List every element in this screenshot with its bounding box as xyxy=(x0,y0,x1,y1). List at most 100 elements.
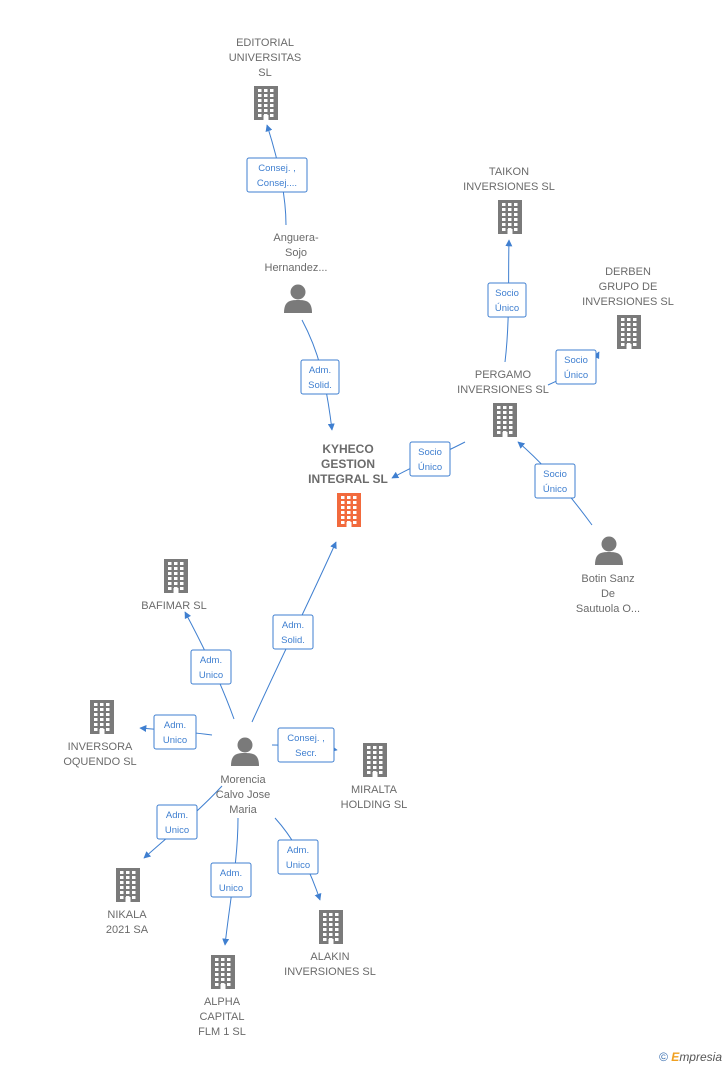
edge-label-box[interactable] xyxy=(555,349,597,385)
node-label: NIKALA xyxy=(107,909,147,921)
node-label: INVERSIONES SL xyxy=(463,181,555,193)
node-bafimar[interactable]: BAFIMAR SL xyxy=(141,559,207,612)
node-label: KYHECO xyxy=(322,442,373,456)
node-label: UNIVERSITAS xyxy=(229,52,302,64)
node-inversora[interactable]: INVERSORA OQUENDO SL xyxy=(63,700,137,768)
edge-label-text: Adm. xyxy=(220,868,242,879)
building-icon xyxy=(211,955,235,989)
edge-morencia-nikala[interactable]: Adm.Unico xyxy=(143,785,223,859)
edge-label-box[interactable] xyxy=(409,441,451,477)
node-label: GESTION xyxy=(321,457,375,471)
edge-label-box[interactable] xyxy=(487,282,527,318)
edge-label-text: Único xyxy=(564,370,588,381)
node-label: EDITORIAL xyxy=(236,37,294,49)
edge-label-text: Adm. xyxy=(200,655,222,666)
node-label: GRUPO DE xyxy=(599,281,658,293)
node-label: CAPITAL xyxy=(199,1011,244,1023)
edge-label-text: Unico xyxy=(219,883,243,894)
person-icon xyxy=(231,737,259,766)
edge-morencia-alakin[interactable]: Adm. Unico xyxy=(274,817,322,901)
person-icon xyxy=(284,284,312,313)
building-icon xyxy=(498,200,522,234)
node-anguera[interactable]: Anguera- SojoHernandez... xyxy=(265,232,328,313)
node-label: Anguera- xyxy=(273,232,319,244)
edge-morencia-bafimar[interactable]: Adm. Unico xyxy=(184,611,235,720)
footer-brand[interactable]: © Empresia xyxy=(659,1050,722,1064)
node-label: Botin Sanz xyxy=(581,573,634,585)
edge-label-box[interactable] xyxy=(277,727,335,763)
brand-logo-text: mpresia xyxy=(679,1050,722,1064)
edge-label-text: Consej.... xyxy=(257,178,297,189)
node-alakin[interactable]: ALAKIN INVERSIONES SL xyxy=(284,910,376,978)
edge-label-text: Socio xyxy=(564,355,588,366)
edge-label-box[interactable] xyxy=(246,157,308,193)
edge-anguera-editorial[interactable]: Consej. ,Consej.... xyxy=(246,124,308,226)
edge-label-text: Único xyxy=(495,303,519,314)
building-icon xyxy=(254,86,278,120)
node-label: INVERSORA xyxy=(68,741,133,753)
node-taikon[interactable]: TAIKON INVERSIONES SL xyxy=(463,166,555,234)
copyright-icon: © xyxy=(659,1050,668,1064)
edge-morencia-inversora[interactable]: Adm.Unico xyxy=(139,714,213,750)
node-label: Hernandez... xyxy=(265,262,328,274)
building-icon xyxy=(116,868,140,902)
building-icon xyxy=(319,910,343,944)
node-label: HOLDING SL xyxy=(341,799,408,811)
edge-label-box[interactable] xyxy=(300,359,340,395)
building-icon xyxy=(90,700,114,734)
edge-morencia-alpha[interactable]: Adm. Unico xyxy=(210,817,252,946)
edge-label-box[interactable] xyxy=(153,714,197,750)
brand-logo-initial: E xyxy=(671,1050,680,1064)
building-icon xyxy=(617,315,641,349)
edge-label-box[interactable] xyxy=(272,614,314,650)
node-label: Calvo Jose xyxy=(216,789,270,801)
building-icon xyxy=(164,559,188,593)
node-label: TAIKON xyxy=(489,166,529,178)
person-icon xyxy=(595,536,623,565)
edge-label-box[interactable] xyxy=(277,839,319,875)
edge-label-text: Solid. xyxy=(281,635,305,646)
node-label: INTEGRAL SL xyxy=(308,472,388,486)
node-label: OQUENDO SL xyxy=(63,756,136,768)
edge-label-text: Secr. xyxy=(295,748,317,759)
edge-label-text: Adm. xyxy=(166,810,188,821)
node-label: BAFIMAR SL xyxy=(141,600,206,612)
node-label: PERGAMO xyxy=(475,369,532,381)
edge-label-text: Unico xyxy=(286,860,310,871)
edge-label-box[interactable] xyxy=(210,862,252,898)
edge-morencia-miralta[interactable]: Consej. , Secr. xyxy=(271,727,338,763)
edge-label-text: Solid. xyxy=(308,380,332,391)
building-icon xyxy=(493,403,517,437)
edge-morencia-kyheco[interactable]: Adm. Solid. xyxy=(251,541,337,723)
node-label: Sautuola O... xyxy=(576,603,640,615)
edge-label-text: Consej. , xyxy=(287,733,325,744)
building-icon xyxy=(363,743,387,777)
edge-label-text: Unico xyxy=(199,670,223,681)
edge-label-box[interactable] xyxy=(156,804,198,840)
node-label: Sojo xyxy=(285,247,307,259)
edge-label-text: Unico xyxy=(163,735,187,746)
edge-label-text: Adm. xyxy=(282,620,304,631)
node-label: Morencia xyxy=(220,774,266,786)
node-label: FLM 1 SL xyxy=(198,1026,246,1038)
edge-label-text: Único xyxy=(543,484,567,495)
edge-label-box[interactable] xyxy=(534,463,576,499)
edge-anguera-kyheco[interactable]: Adm.Solid. xyxy=(300,319,340,431)
edge-label-text: Adm. xyxy=(287,845,309,856)
edge-label-box[interactable] xyxy=(190,649,232,685)
node-label: ALAKIN xyxy=(310,951,349,963)
node-label: INVERSIONES SL xyxy=(284,966,376,978)
